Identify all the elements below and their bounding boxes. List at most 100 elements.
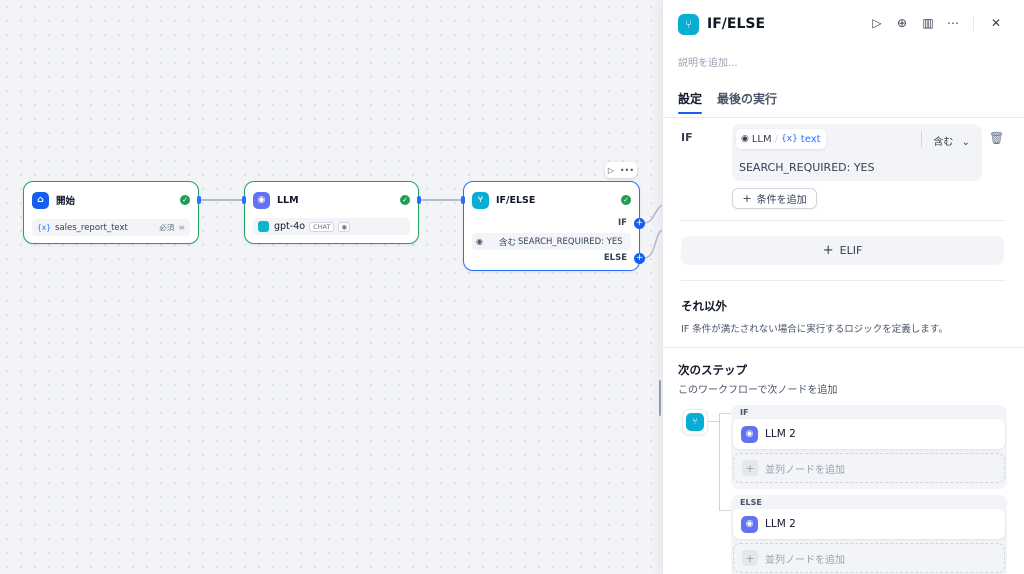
- success-check-icon: ✓: [400, 195, 410, 205]
- start-node-output-handle[interactable]: [197, 196, 201, 204]
- add-parallel-node-button[interactable]: + 並列ノードを追加: [733, 543, 1005, 573]
- required-badge: 必須: [159, 223, 175, 232]
- tab-settings[interactable]: 設定: [678, 92, 703, 106]
- condition-value-input[interactable]: SEARCH_REQUIRED: YES: [739, 161, 875, 174]
- llm-icon: ◉: [741, 515, 758, 533]
- add-parallel-label: 並列ノードを追加: [765, 554, 845, 566]
- run-icon[interactable]: ▷: [872, 16, 882, 30]
- home-icon: ⌂: [32, 191, 49, 209]
- mode-tag: CHAT: [309, 221, 335, 232]
- openai-icon: [258, 221, 269, 232]
- close-icon[interactable]: ✕: [990, 16, 1002, 30]
- variable-name: sales_report_text: [54, 222, 128, 233]
- llm-var-icon: ◉: [741, 134, 749, 144]
- llm-var-icon: ◉: [476, 237, 483, 246]
- llm-icon: ◉: [741, 425, 758, 443]
- condition-value: SEARCH_REQUIRED: YES: [518, 236, 623, 247]
- variable-icon: {x}: [37, 223, 51, 232]
- branch-next-node[interactable]: ◉ LLM 2: [733, 509, 1005, 539]
- plus-icon: +: [742, 192, 752, 205]
- ifelse-node-title: IF/ELSE: [496, 194, 536, 206]
- llm-node-title: LLM: [277, 194, 299, 206]
- else-add-next-icon[interactable]: +: [634, 253, 645, 264]
- llm-node-input-handle[interactable]: [242, 196, 246, 204]
- more-icon[interactable]: •••: [619, 165, 635, 175]
- operator-divider: [921, 131, 922, 147]
- next-step-title: 次のステップ: [678, 363, 747, 377]
- ifelse-node-input-handle[interactable]: [461, 196, 465, 204]
- if-port-label: IF: [618, 218, 627, 228]
- elif-label: ELIF: [839, 244, 863, 257]
- else-section-description: IF 条件が満たされない場合に実行するロジックを定義します。: [681, 324, 948, 335]
- canvas-scrollbar[interactable]: [659, 380, 661, 416]
- operator-value: 含む: [933, 137, 954, 148]
- branch-icon: ⑂: [686, 413, 704, 431]
- start-node-title: 開始: [56, 196, 76, 207]
- elif-button[interactable]: + ELIF: [681, 236, 1004, 265]
- next-step-source-node: ⑂: [682, 409, 708, 435]
- run-icon[interactable]: ▷: [607, 165, 615, 175]
- tree-connector: [719, 413, 731, 414]
- success-check-icon: ✓: [621, 195, 631, 205]
- chevron-down-icon: ⌄: [961, 137, 970, 148]
- plus-icon: +: [742, 460, 758, 476]
- branch-icon: ⑂: [678, 14, 699, 35]
- llm-icon: ◉: [253, 191, 270, 209]
- more-icon[interactable]: ⋯: [947, 16, 959, 30]
- plus-icon: +: [822, 243, 834, 258]
- section-divider: [681, 280, 1006, 281]
- branch-next-node[interactable]: ◉ LLM 2: [733, 419, 1005, 449]
- tabs-divider: [663, 117, 1024, 118]
- else-branch: ELSE ◉ LLM 2 + 並列ノードを追加: [731, 495, 1007, 574]
- start-node-variable: {x} sales_report_text 必須 ≡: [32, 219, 190, 236]
- vision-icon: ◉: [338, 221, 351, 232]
- branch-node-name: LLM 2: [765, 428, 796, 440]
- condition-variable-selector[interactable]: ◉ LLM / {x} text: [736, 129, 826, 149]
- branch-node-name: LLM 2: [765, 518, 796, 530]
- branch-icon: ⑂: [472, 191, 489, 209]
- condition-row: ◉ LLM / {x} text 含む ⌄ SEARCH_REQUIRED: Y…: [732, 124, 982, 181]
- edge-llm-ifelse: [418, 199, 464, 201]
- add-condition-button[interactable]: + 条件を追加: [732, 188, 817, 209]
- variable-icon: {x}: [781, 134, 798, 144]
- variable-name: text: [800, 133, 821, 145]
- success-check-icon: ✓: [180, 195, 190, 205]
- branch-label: IF: [740, 408, 749, 417]
- llm-model-row: gpt-4o CHAT ◉: [253, 218, 410, 235]
- node-config-panel: ⑂ IF/ELSE ▷ ⊕ ▥ ⋯ ✕ 説明を追加... 設定 最後の実行 IF…: [662, 0, 1024, 574]
- node-mini-toolbar: ▷ •••: [605, 162, 637, 178]
- description-input[interactable]: 説明を追加...: [678, 58, 738, 69]
- if-add-next-icon[interactable]: +: [634, 218, 645, 229]
- add-parallel-label: 並列ノードを追加: [765, 464, 845, 476]
- tree-connector: [708, 421, 719, 422]
- tab-last-run[interactable]: 最後の実行: [717, 92, 778, 106]
- start-node[interactable]: ⌂ 開始 ✓ {x} sales_report_text 必須 ≡: [23, 181, 201, 244]
- llm-node-output-handle[interactable]: [417, 196, 421, 204]
- else-section-title: それ以外: [681, 299, 727, 313]
- active-tab-indicator: [678, 112, 702, 114]
- workflow-canvas[interactable]: ⌂ 開始 ✓ {x} sales_report_text 必須 ≡ ◉ LLM …: [0, 0, 662, 574]
- trash-icon[interactable]: 🗑: [989, 131, 1005, 145]
- layout-icon[interactable]: ▥: [922, 16, 934, 30]
- panel-title: IF/ELSE: [707, 16, 766, 32]
- plus-icon: +: [742, 550, 758, 566]
- operator-select[interactable]: 含む ⌄: [933, 133, 970, 148]
- if-section-label: IF: [681, 131, 693, 144]
- condition-operator: 含む: [498, 237, 516, 248]
- model-name: gpt-4o: [274, 221, 306, 232]
- variable-source: LLM: [751, 133, 772, 145]
- add-parallel-node-button[interactable]: + 並列ノードを追加: [733, 453, 1005, 483]
- variable-separator: /: [774, 133, 779, 145]
- help-icon[interactable]: ⊕: [896, 16, 908, 30]
- edge-start-llm: [198, 199, 244, 201]
- tree-connector: [719, 510, 731, 511]
- ifelse-condition-row: ◉ 含む SEARCH_REQUIRED: YES: [472, 233, 631, 250]
- section-divider: [681, 220, 1006, 221]
- toolbar-divider: [973, 16, 974, 31]
- branch-label: ELSE: [740, 498, 762, 507]
- add-condition-label: 条件を追加: [756, 195, 807, 206]
- ifelse-node[interactable]: ⑂ IF/ELSE ✓ IF + ◉ 含む SEARCH_REQUIRED: Y…: [461, 181, 645, 271]
- llm-node[interactable]: ◉ LLM ✓ gpt-4o CHAT ◉: [242, 181, 421, 244]
- else-port-label: ELSE: [603, 253, 627, 263]
- tree-connector: [719, 413, 720, 510]
